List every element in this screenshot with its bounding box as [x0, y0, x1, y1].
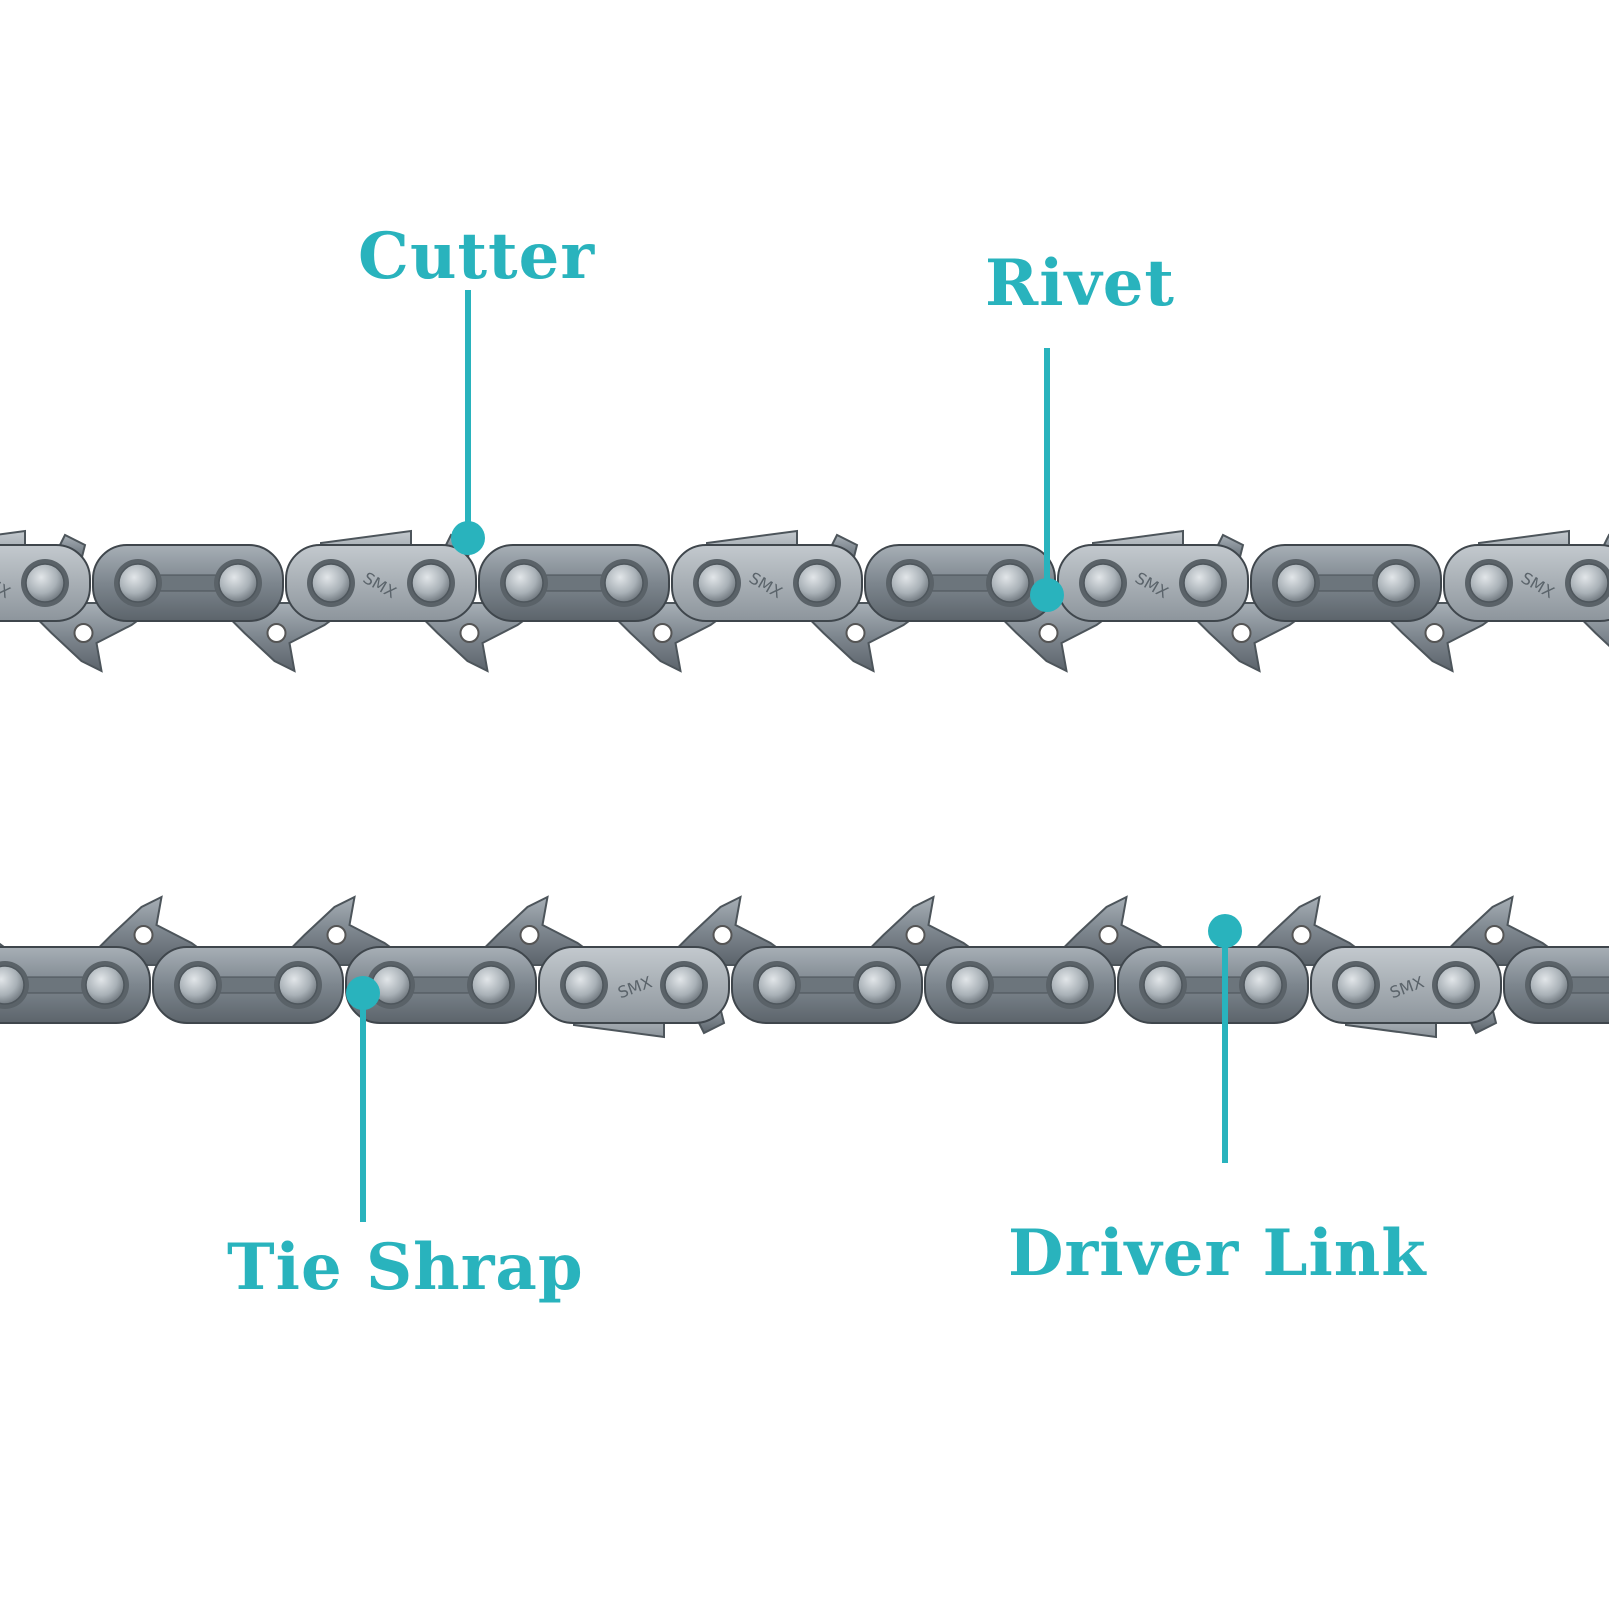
rivet-head: [697, 563, 737, 603]
rivet-head: [990, 563, 1030, 603]
rivet-head: [797, 563, 837, 603]
rivet-head: [218, 563, 258, 603]
driver-link-hole: [845, 623, 866, 643]
callout-pointers: [346, 290, 1242, 1222]
rivet-head: [1243, 965, 1283, 1005]
driver-link-hole: [905, 925, 926, 945]
rivet-head: [1276, 563, 1316, 603]
rivet-head: [1183, 563, 1223, 603]
rivet-head: [85, 965, 125, 1005]
driver-link-hole: [712, 925, 733, 945]
rivet-head: [118, 563, 158, 603]
rivet-head: [1569, 563, 1609, 603]
cutter-label: Cutter: [358, 219, 596, 294]
rivet-pointer-dot: [1030, 578, 1064, 612]
rivet-head: [25, 563, 65, 603]
rivet-head: [1050, 965, 1090, 1005]
rivet-head: [857, 965, 897, 1005]
driver-link-hole: [1484, 925, 1505, 945]
driver-link-hole: [73, 623, 94, 643]
rivet-head: [0, 965, 25, 1005]
rivet-head: [311, 563, 351, 603]
rivet-head: [604, 563, 644, 603]
driver-link-hole: [266, 623, 287, 643]
rivet-head: [1436, 965, 1476, 1005]
driver-link-hole: [1038, 623, 1059, 643]
rivet-head: [411, 563, 451, 603]
rivet-head: [664, 965, 704, 1005]
rivet-head: [1143, 965, 1183, 1005]
tie-strap-pointer-dot: [346, 976, 380, 1010]
driver-link-hole: [133, 925, 154, 945]
rivet-head: [1529, 965, 1569, 1005]
driver-link-hole: [326, 925, 347, 945]
rivet-head: [178, 965, 218, 1005]
rivet-head: [1376, 563, 1416, 603]
driver-link-hole: [1231, 623, 1252, 643]
rivet-head: [950, 965, 990, 1005]
rivet-head: [890, 563, 930, 603]
tie-strap-label: Tie Shrap: [227, 1230, 584, 1305]
rivet-head: [471, 965, 511, 1005]
rivet-head: [504, 563, 544, 603]
driver-link-pointer-dot: [1208, 914, 1242, 948]
rivet-head: [1083, 563, 1123, 603]
cutter-pointer-dot: [451, 521, 485, 555]
rivet-head: [757, 965, 797, 1005]
driver-link-hole: [1098, 925, 1119, 945]
driver-link-hole: [652, 623, 673, 643]
driver-link-hole: [1291, 925, 1312, 945]
driver-link-hole: [459, 623, 480, 643]
rivet-head: [278, 965, 318, 1005]
driver-link-hole: [519, 925, 540, 945]
driver-link-label: Driver Link: [1008, 1216, 1427, 1291]
rivet-head: [1469, 563, 1509, 603]
rivet-head: [1336, 965, 1376, 1005]
rivet-label: Rivet: [985, 246, 1175, 321]
rivet-head: [564, 965, 604, 1005]
driver-link-hole: [1424, 623, 1445, 643]
